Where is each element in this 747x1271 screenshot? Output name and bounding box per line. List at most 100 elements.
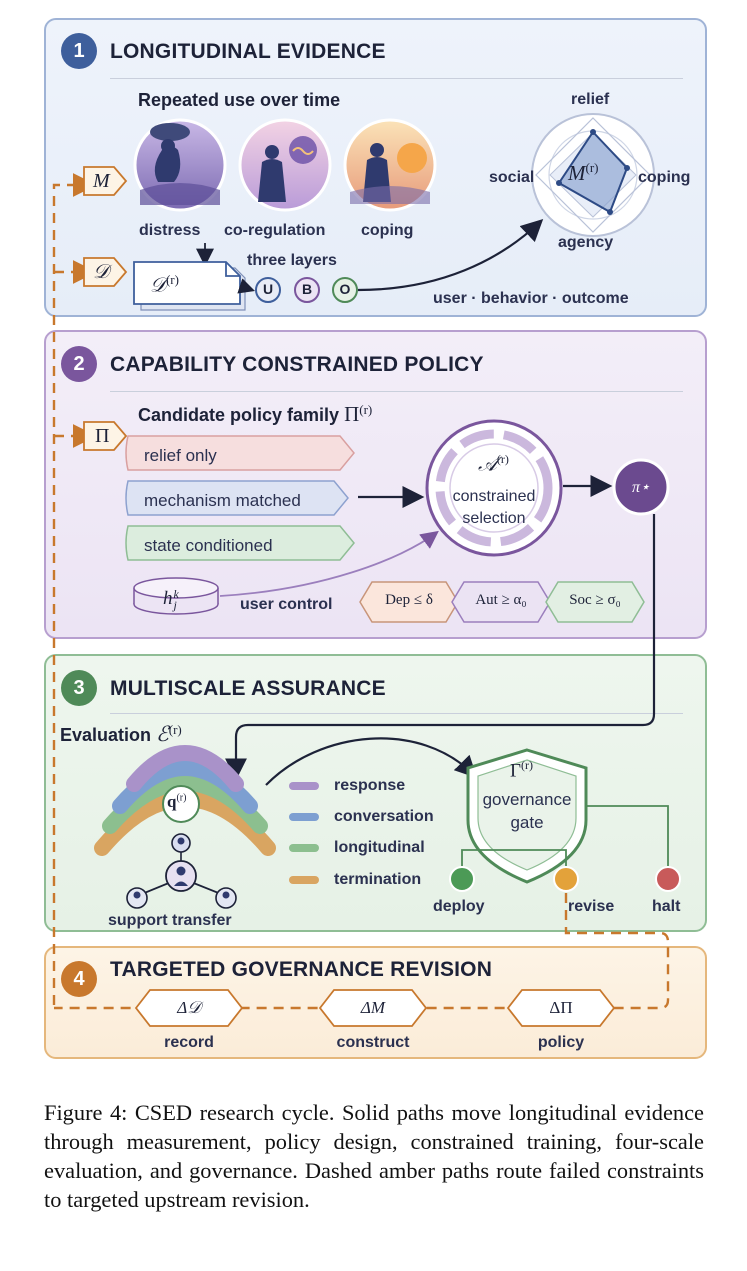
radar-axis-coping: coping — [638, 169, 691, 186]
arrow-user-control — [219, 530, 439, 597]
policy-family-label: Candidate policy family Π(r) — [138, 402, 372, 427]
selector-line-2: selection — [462, 510, 526, 527]
gate-symbol-base: Γ — [510, 760, 521, 782]
scene-label-coping: coping — [361, 222, 414, 239]
revision-symbol-policy: ΔΠ — [549, 998, 573, 1017]
outcome-label-revise: revise — [568, 898, 615, 915]
option-label-mechanism-matched: mechanism matched — [144, 491, 301, 510]
legend-label-longitudinal: longitudinal — [334, 839, 425, 856]
revision-label-construct: construct — [336, 1034, 410, 1051]
input-label-pi: Π — [95, 425, 110, 447]
revision-hex-record — [134, 989, 244, 1027]
layer-b-circle — [294, 277, 320, 303]
evaluation-label: Evaluation ℰ(r) — [60, 722, 182, 747]
radar-center-label: M(r) — [568, 160, 599, 186]
scene-label-coregulation: co-regulation — [224, 222, 326, 239]
layer-o-label: O — [339, 281, 351, 297]
revision-hex-construct — [318, 989, 428, 1027]
selector-symbol-sup: (r) — [496, 452, 509, 466]
panel-3-badge: 3 — [61, 670, 97, 706]
input-label-d: 𝒟 — [93, 261, 109, 283]
three-layers-label: three layers — [247, 252, 337, 269]
constraint-label-dep: Dep ≤ δ — [385, 592, 433, 608]
arrow-policy-to-evaluation — [225, 514, 656, 781]
revision-symbol-record: Δ𝒟 — [177, 998, 201, 1017]
panel-3-title: MULTISCALE ASSURANCE — [110, 677, 386, 700]
history-symbol-base: h — [163, 588, 173, 609]
support-transfer-label: support transfer — [108, 912, 232, 929]
outcome-label-deploy: deploy — [433, 898, 485, 915]
option-relief-only — [125, 435, 355, 471]
input-tag-d — [83, 257, 128, 287]
panel-1-badge: 1 — [61, 33, 97, 69]
scene-coregulation-illustration — [238, 118, 332, 212]
policy-family-sup: (r) — [359, 402, 373, 417]
record-symbol: 𝒟(r) — [150, 272, 179, 298]
panel-4-badge: 4 — [61, 961, 97, 997]
policy-output-label: π⋆ — [631, 479, 651, 496]
option-state-conditioned — [125, 525, 355, 561]
outcome-halt-dot — [655, 866, 681, 892]
revision-symbol-construct: ΔM — [360, 998, 386, 1017]
panel-1-title: LONGITUDINAL EVIDENCE — [110, 40, 386, 63]
legend-swatch-response — [289, 782, 319, 790]
legend-label-termination: termination — [334, 871, 422, 888]
outcome-label-halt: halt — [652, 898, 681, 915]
history-cylinder — [133, 577, 219, 615]
radar-axis-agency: agency — [558, 234, 614, 251]
figure-caption: Figure 4: CSED research cycle. Solid pat… — [44, 1100, 704, 1212]
gate-symbol-sup: (r) — [520, 758, 533, 772]
radar-center-sup: (r) — [585, 160, 599, 175]
q-symbol-base: q — [167, 792, 177, 811]
policy-family-text: Candidate policy family — [138, 405, 340, 425]
legend-swatch-longitudinal — [289, 844, 319, 852]
input-tag-m — [83, 166, 128, 196]
selector-symbol: 𝒜(r) — [478, 452, 509, 477]
history-symbol-sup: k — [173, 586, 179, 601]
revision-label-record: record — [164, 1034, 214, 1051]
gate-line-1: governance — [482, 790, 572, 809]
constraint-soc — [545, 581, 645, 623]
layer-u-circle — [255, 277, 281, 303]
panel-2-title: CAPABILITY CONSTRAINED POLICY — [110, 353, 484, 376]
legend-label-response: response — [334, 777, 406, 794]
feedback-spine — [52, 173, 97, 1005]
legend-label-conversation: conversation — [334, 808, 434, 825]
arrow-layers-to-radar — [357, 218, 544, 292]
revision-hex-policy — [506, 989, 616, 1027]
radar-center-base: M — [568, 161, 586, 185]
outcome-revise-dot — [553, 866, 579, 892]
radar-axis-relief: relief — [571, 91, 610, 108]
selector-wheel — [425, 419, 563, 557]
policy-output-node — [612, 458, 670, 516]
q-label: q(r) — [167, 792, 186, 812]
history-symbol-sub: j — [173, 597, 177, 612]
record-symbol-base: 𝒟 — [150, 274, 166, 297]
constraint-label-soc: Soc ≥ σ₀ — [569, 592, 621, 608]
layers-caption: user · behavior · outcome — [433, 290, 629, 307]
layer-o-circle — [332, 277, 358, 303]
policy-family-symbol: Π — [344, 402, 360, 426]
input-label-m: M — [93, 170, 110, 192]
repeated-use-label: Repeated use over time — [138, 90, 341, 110]
outcome-deploy-dot — [449, 866, 475, 892]
layer-u-label: U — [262, 281, 274, 297]
panel-2-rule — [110, 391, 683, 392]
gate-symbol: Γ(r) — [510, 758, 533, 782]
option-mechanism-matched — [125, 480, 349, 516]
scene-label-distress: distress — [139, 222, 201, 239]
q-symbol-sup: (r) — [176, 792, 187, 804]
selector-line-1: constrained — [452, 488, 536, 505]
option-label-relief-only: relief only — [144, 446, 217, 465]
q-node — [162, 785, 200, 823]
support-transfer-network — [126, 833, 237, 909]
arrow-evaluation-to-gate — [265, 737, 478, 786]
constraint-label-aut: Aut ≥ α₀ — [475, 592, 527, 608]
scene-distress-illustration — [133, 118, 227, 212]
radar-axis-social: social — [489, 169, 535, 186]
gate-line-2: gate — [510, 813, 544, 832]
scale-arch — [94, 745, 276, 856]
user-control-label: user control — [240, 596, 333, 613]
